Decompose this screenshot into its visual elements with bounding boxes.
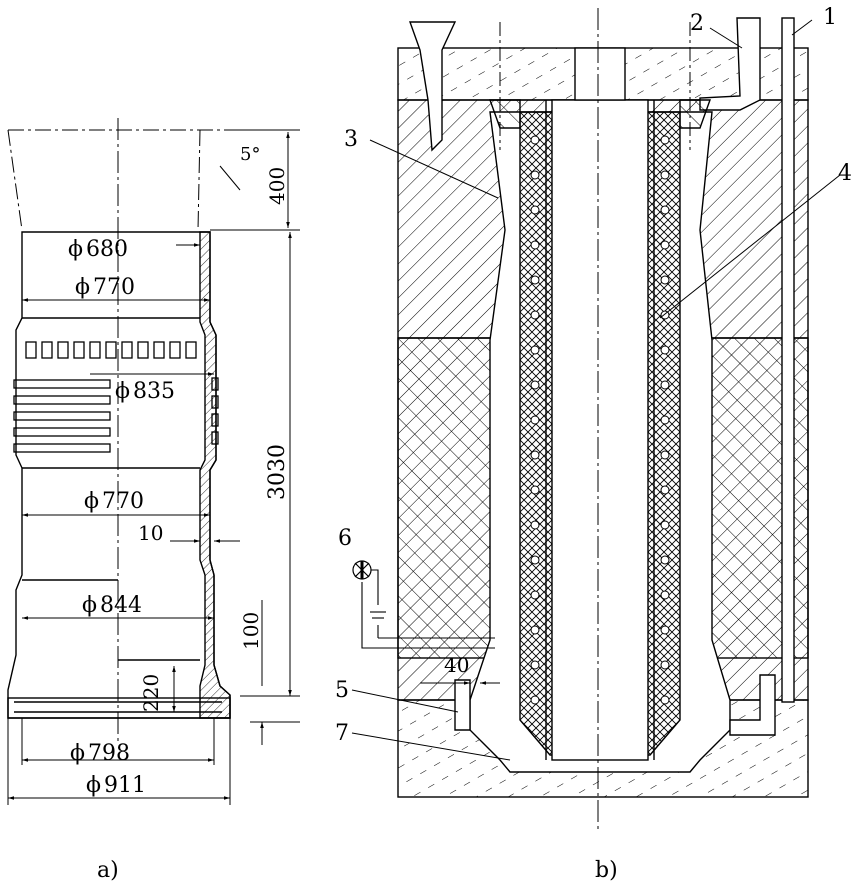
dim-220: 220 bbox=[139, 674, 163, 712]
caption-b: b) bbox=[595, 858, 618, 883]
dim-3030: 3030 bbox=[265, 444, 290, 500]
callout-3: 3 bbox=[344, 127, 358, 152]
figure-b-mold-assembly bbox=[351, 8, 841, 830]
casting-outline bbox=[7, 231, 231, 719]
phi-770-top-symbol: ϕ bbox=[75, 275, 90, 300]
callout-6: 6 bbox=[338, 526, 352, 551]
dim-844: 844 bbox=[100, 593, 142, 618]
core-tube bbox=[551, 99, 649, 761]
phi-835-symbol: ϕ bbox=[115, 379, 130, 404]
callout-5: 5 bbox=[335, 678, 349, 703]
thermocouple-circuit bbox=[361, 569, 495, 649]
dim-911: 911 bbox=[104, 773, 146, 798]
rib-slots bbox=[13, 377, 219, 453]
vent-circles bbox=[530, 135, 670, 705]
wall-section bbox=[199, 231, 231, 719]
callout-2: 2 bbox=[690, 11, 704, 36]
thermocouple-symbol bbox=[352, 560, 372, 580]
caption-a: a) bbox=[97, 858, 119, 883]
dim-100: 100 bbox=[239, 612, 263, 650]
callout-7: 7 bbox=[335, 721, 349, 746]
phi-844-symbol: ϕ bbox=[82, 593, 97, 618]
phi-680-symbol: ϕ bbox=[68, 237, 83, 262]
figure-b-labels: 1 2 3 4 5 6 7 40 b) bbox=[335, 5, 852, 883]
dim-770-mid: 770 bbox=[102, 489, 144, 514]
callout-4: 4 bbox=[838, 161, 852, 186]
dim-770-top: 770 bbox=[93, 275, 135, 300]
phi-911-symbol: ϕ bbox=[86, 773, 101, 798]
dim-40: 40 bbox=[444, 653, 469, 677]
dim-10: 10 bbox=[138, 521, 163, 545]
phi-798-symbol: ϕ bbox=[70, 741, 85, 766]
dim-680: 680 bbox=[86, 237, 128, 262]
dim-835: 835 bbox=[133, 379, 175, 404]
figure-a-labels: 5° 400 ϕ 680 ϕ 770 ϕ 835 3030 ϕ 770 10 ϕ… bbox=[68, 144, 290, 883]
dim-400: 400 bbox=[265, 167, 289, 205]
window-slots bbox=[25, 341, 197, 359]
phi-770-mid-symbol: ϕ bbox=[84, 489, 99, 514]
angle-label: 5° bbox=[240, 144, 260, 165]
flange bbox=[7, 697, 231, 719]
callout-1: 1 bbox=[823, 5, 837, 30]
figure-a-casting-section bbox=[7, 118, 300, 805]
vent-pipe-1 bbox=[781, 17, 795, 703]
gate-2 bbox=[699, 17, 761, 111]
gate-funnel-left bbox=[409, 21, 457, 152]
dim-798: 798 bbox=[88, 741, 130, 766]
